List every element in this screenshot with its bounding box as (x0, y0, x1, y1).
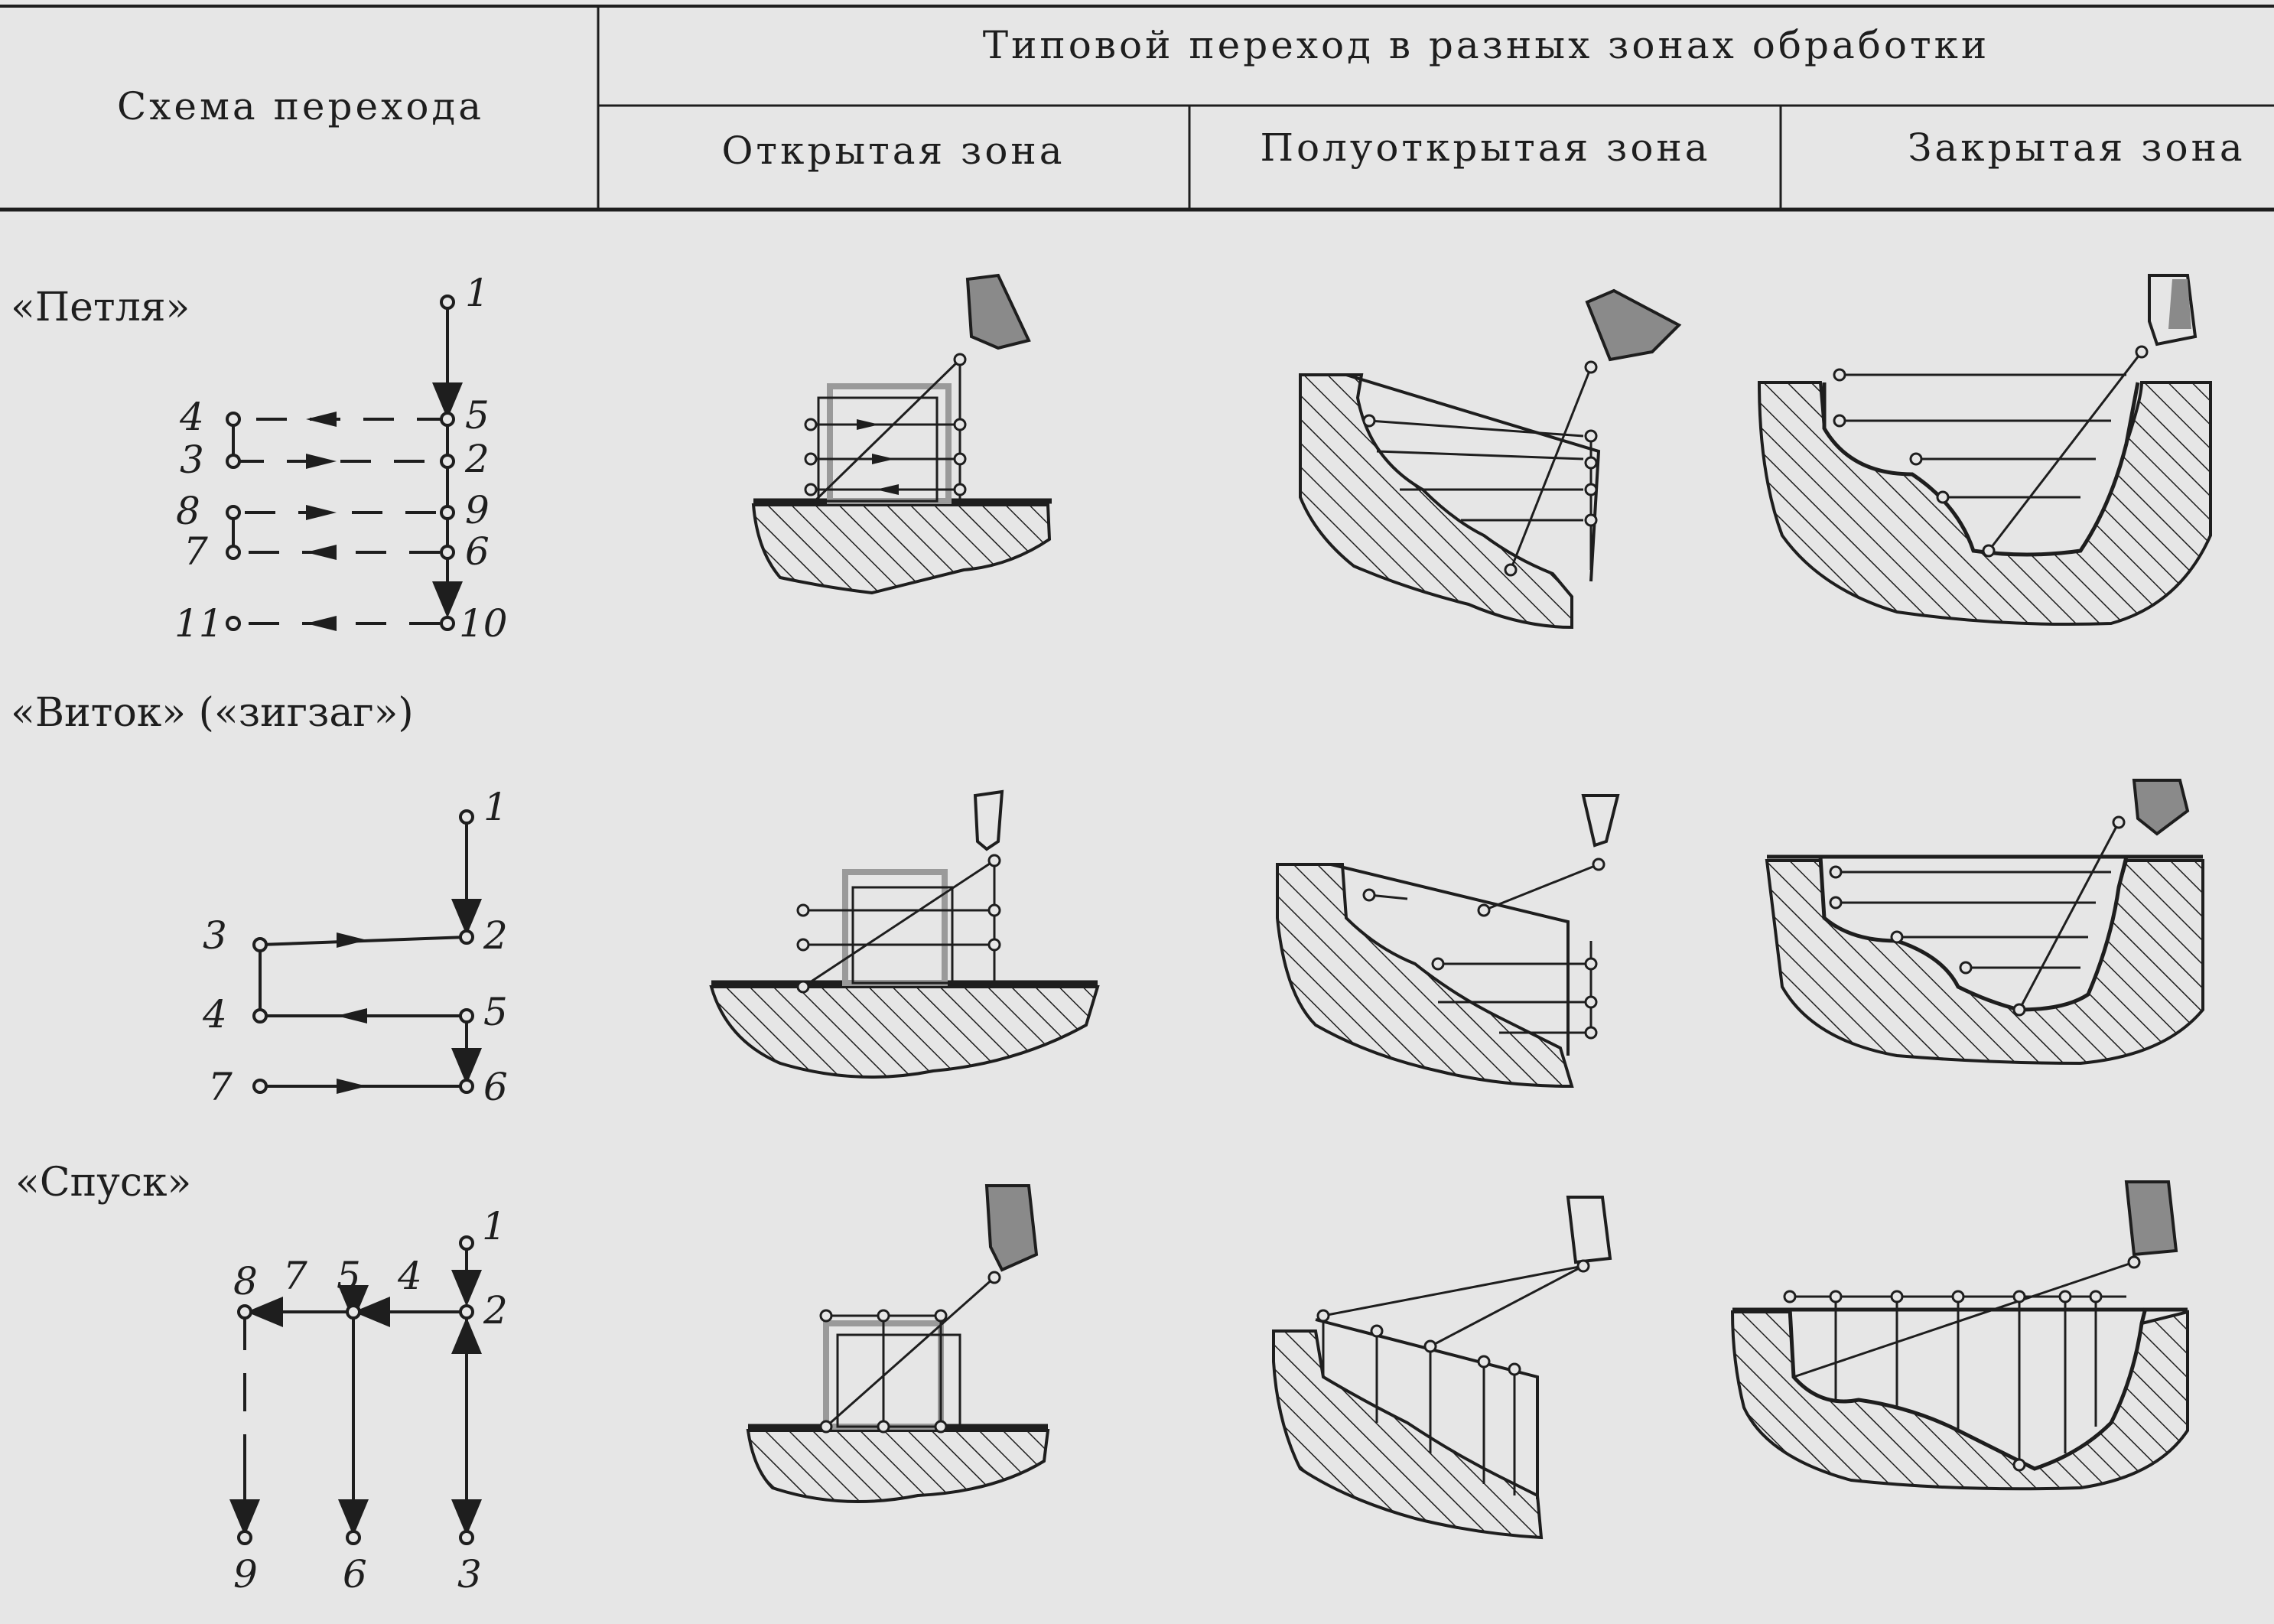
turn-point-labels: 1 3 2 4 5 7 6 (202, 785, 508, 1109)
row-label-turn: «Виток» («зигзаг») (11, 690, 414, 736)
scheme-column-header: Схема перехода (116, 84, 485, 129)
semi-zone-descent-illustration (1272, 1196, 1612, 1540)
point-label: 6 (343, 1552, 367, 1596)
point-label: 1 (483, 785, 508, 829)
point-label: 6 (483, 1065, 508, 1109)
point-label: 4 (397, 1254, 422, 1298)
point-label: 3 (180, 438, 204, 482)
point-label: 9 (465, 488, 490, 532)
point-label: 3 (457, 1552, 482, 1596)
point-label: 4 (179, 395, 204, 439)
descent-scheme (229, 1245, 482, 1536)
point-label: 8 (176, 489, 200, 533)
point-label: 4 (202, 992, 227, 1037)
point-label: 2 (483, 1288, 508, 1333)
closed-zone-descent-illustration (1730, 1180, 2189, 1491)
point-label: 5 (337, 1254, 361, 1298)
loop-scheme (232, 302, 463, 625)
descent-point-labels: 1 8 7 5 4 2 9 6 3 (233, 1204, 508, 1596)
point-label: 2 (483, 913, 508, 958)
semi-zone-loop-illustration (1299, 288, 1682, 630)
open-zone-turn-illustration (709, 789, 1100, 1079)
typical-transition-header: Типовой переход в разных зонах обработки (982, 23, 1990, 67)
point-label: 7 (208, 1065, 233, 1109)
point-label: 2 (464, 437, 490, 481)
closed-zone-header: Закрытая зона (1908, 125, 2246, 170)
point-label: 8 (233, 1259, 258, 1303)
point-label: 10 (459, 601, 508, 646)
semi-open-zone-header: Полуоткрытая зона (1260, 125, 1711, 170)
open-zone-header: Открытая зона (721, 129, 1065, 173)
open-zone-descent-illustration (746, 1184, 1050, 1503)
turn-scheme (259, 817, 482, 1088)
point-label: 11 (174, 601, 223, 646)
closed-zone-turn-illustration (1765, 779, 2204, 1066)
point-label: 7 (184, 529, 208, 574)
row-label-descent: «Спуск» (15, 1160, 192, 1206)
closed-zone-loop-illustration (1757, 274, 2212, 626)
row-label-loop: «Петля» (11, 285, 190, 330)
point-label: 9 (233, 1552, 258, 1596)
open-zone-loop-illustration (751, 273, 1052, 595)
point-label: 1 (465, 271, 490, 315)
point-label: 5 (483, 990, 508, 1034)
point-label: 6 (465, 529, 490, 574)
point-label: 7 (283, 1254, 307, 1298)
semi-zone-turn-illustration (1276, 794, 1620, 1089)
point-label: 5 (465, 393, 490, 438)
point-label: 1 (482, 1204, 506, 1248)
loop-point-labels: 1 5 4 3 2 8 9 7 6 11 10 (174, 271, 508, 646)
point-label: 3 (203, 913, 227, 958)
